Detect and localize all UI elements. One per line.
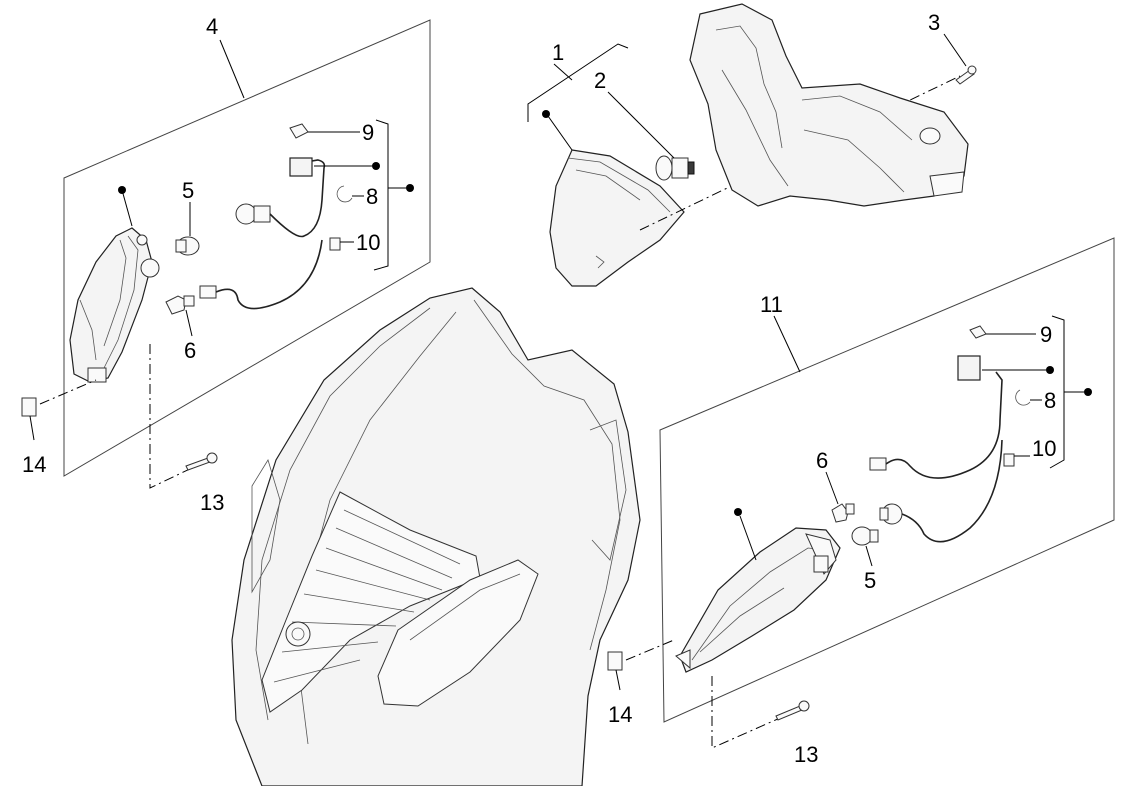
left-ring-icon xyxy=(336,185,353,203)
part-number-9-left: 9 xyxy=(362,120,374,145)
left-clip-nut-icon xyxy=(21,397,37,417)
right-group-frame xyxy=(659,237,1115,723)
left-screw-icon xyxy=(185,452,218,471)
part-number-1: 1 xyxy=(552,40,564,65)
right-turn-signal-group: 11 6 5 xyxy=(607,237,1115,767)
part-number-5-right: 5 xyxy=(864,568,876,593)
right-retainer-icon xyxy=(1003,453,1015,467)
left-bulb-icon xyxy=(175,236,200,256)
part-number-4: 4 xyxy=(206,14,218,39)
left-turn-signal-icon xyxy=(69,227,160,383)
part-number-6-right: 6 xyxy=(816,448,828,473)
front-shield-icon xyxy=(231,287,641,786)
right-clip-icon xyxy=(969,325,987,339)
part-number-13-right: 13 xyxy=(794,742,818,767)
left-wiring-harness-icon xyxy=(199,157,326,310)
right-screw-icon xyxy=(775,700,810,721)
screw-icon xyxy=(955,65,977,85)
part-number-5-left: 5 xyxy=(182,178,194,203)
part-number-10-left: 10 xyxy=(356,230,380,255)
right-turn-signal-icon xyxy=(675,527,841,673)
left-small-bulb-icon xyxy=(165,295,195,315)
handlebar-cover-icon xyxy=(689,3,969,207)
right-ring-icon xyxy=(1015,389,1031,406)
part-number-6-left: 6 xyxy=(184,338,196,363)
right-clip-nut-icon xyxy=(607,651,623,671)
part-number-3: 3 xyxy=(928,10,940,35)
part-number-2: 2 xyxy=(594,68,606,93)
left-group-frame xyxy=(63,19,431,477)
part-number-8-right: 8 xyxy=(1044,388,1056,413)
part-number-13-left: 13 xyxy=(200,490,224,515)
right-bulb-icon xyxy=(851,526,879,546)
headlamp-bulb-icon xyxy=(655,155,695,181)
part-number-11: 11 xyxy=(760,292,783,317)
part-number-14-left: 14 xyxy=(22,452,46,477)
left-turn-signal-group: 4 5 6 xyxy=(21,14,431,515)
left-clip-icon xyxy=(289,123,309,139)
part-number-9-right: 9 xyxy=(1040,322,1052,347)
part-number-14-right: 14 xyxy=(608,702,632,727)
right-wiring-harness-icon xyxy=(869,355,1003,543)
part-number-8-left: 8 xyxy=(366,184,378,209)
part-number-10-right: 10 xyxy=(1032,436,1056,461)
left-retainer-icon xyxy=(329,237,341,251)
headlamp-icon xyxy=(549,149,685,287)
right-small-bulb-icon xyxy=(831,503,855,523)
